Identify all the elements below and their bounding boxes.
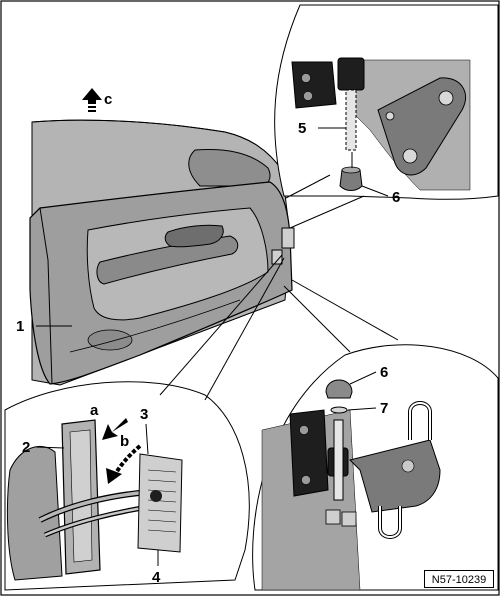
hinge-cap-6-bottom	[325, 379, 353, 399]
door-window-opening	[188, 149, 271, 187]
callout-c: c	[104, 91, 112, 108]
top-hinge-barrel	[337, 57, 365, 91]
leader-2	[35, 446, 65, 449]
leader-7	[347, 407, 377, 411]
washer-7	[330, 406, 348, 414]
arrow-a	[102, 418, 128, 440]
door-pillar	[6, 445, 63, 581]
door-hinge-upper	[281, 227, 295, 249]
leader-6-bottom	[349, 371, 377, 385]
hinge-pin-5	[345, 89, 357, 151]
callout-b: b	[120, 433, 129, 450]
detail-top-content	[291, 57, 471, 191]
hinge-cap-6-top	[339, 169, 363, 191]
callout-1: 1	[16, 318, 24, 335]
detail-left-content	[6, 418, 183, 581]
door-assembly	[29, 119, 295, 386]
callout-3: 3	[140, 406, 148, 423]
callout-a: a	[90, 402, 99, 419]
lower-hinge-bracket	[349, 439, 441, 513]
lower-hinge-pin	[333, 419, 344, 501]
door-hinge-lower	[271, 249, 283, 265]
callout-5: 5	[298, 120, 306, 137]
figure-reference: N57-10239	[424, 570, 494, 588]
callout-7: 7	[380, 400, 388, 417]
door-speaker	[87, 329, 133, 351]
callout-6-top: 6	[392, 189, 400, 206]
door-handle	[164, 224, 224, 248]
leader-6-top	[361, 185, 389, 197]
callout-6-bottom: 6	[380, 364, 388, 381]
arrow-b	[106, 468, 122, 484]
top-hinge-plate	[291, 61, 337, 109]
leader-3	[145, 423, 149, 455]
connector-housing	[137, 453, 183, 553]
detail-right-content	[261, 379, 441, 591]
callout-4: 4	[152, 569, 161, 586]
callout-2: 2	[22, 439, 30, 456]
arrow-c-up	[82, 88, 102, 112]
